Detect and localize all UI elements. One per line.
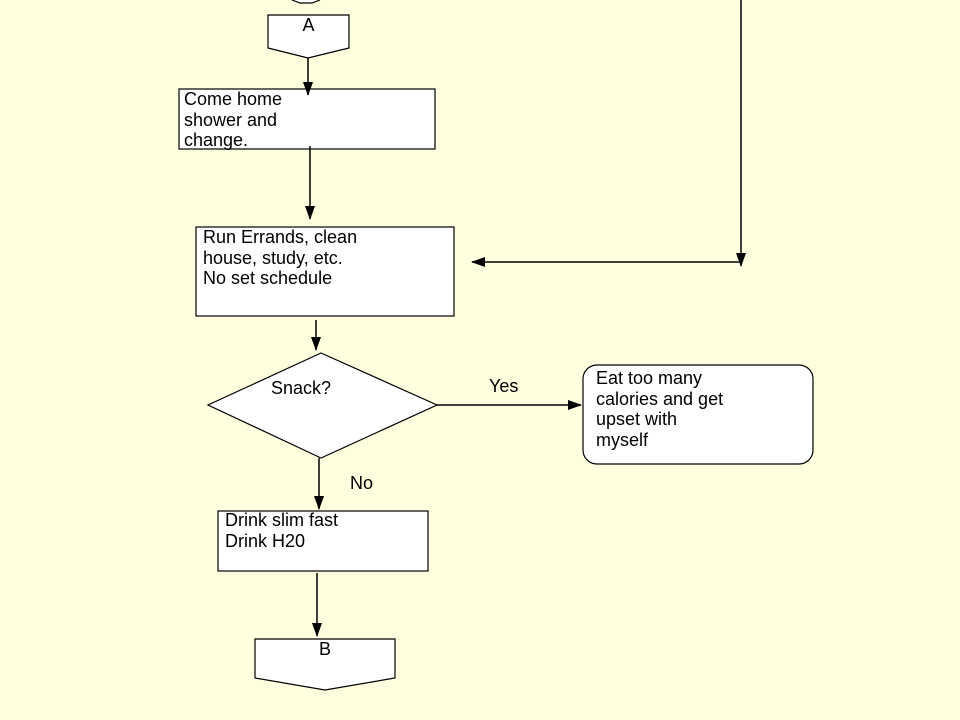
- eat-too-many-text: Eat too many calories and get upset with…: [596, 368, 724, 450]
- come-home-text: Come home shower and change.: [184, 89, 283, 150]
- slim-fast-text: Drink slim fast Drink H20: [225, 510, 339, 551]
- come-home-box: [178, 88, 436, 150]
- no-edge-label: No: [350, 473, 374, 493]
- top-connector-partial: [291, 0, 321, 4]
- snack-decision-diamond: [206, 352, 439, 459]
- connector-b-shape: [254, 638, 396, 691]
- run-errands-box: [195, 226, 455, 317]
- slim-fast-box: [217, 510, 429, 572]
- connector-a-shape: [267, 14, 350, 59]
- connector-b-label: B: [318, 639, 331, 659]
- run-errands-text: Run Errands, clean house, study, etc. No…: [203, 227, 358, 288]
- connector-a-label: A: [302, 15, 315, 35]
- eat-too-many-box: [582, 364, 814, 465]
- yes-edge-label: Yes: [489, 376, 519, 396]
- snack-decision-label: Snack?: [271, 378, 332, 398]
